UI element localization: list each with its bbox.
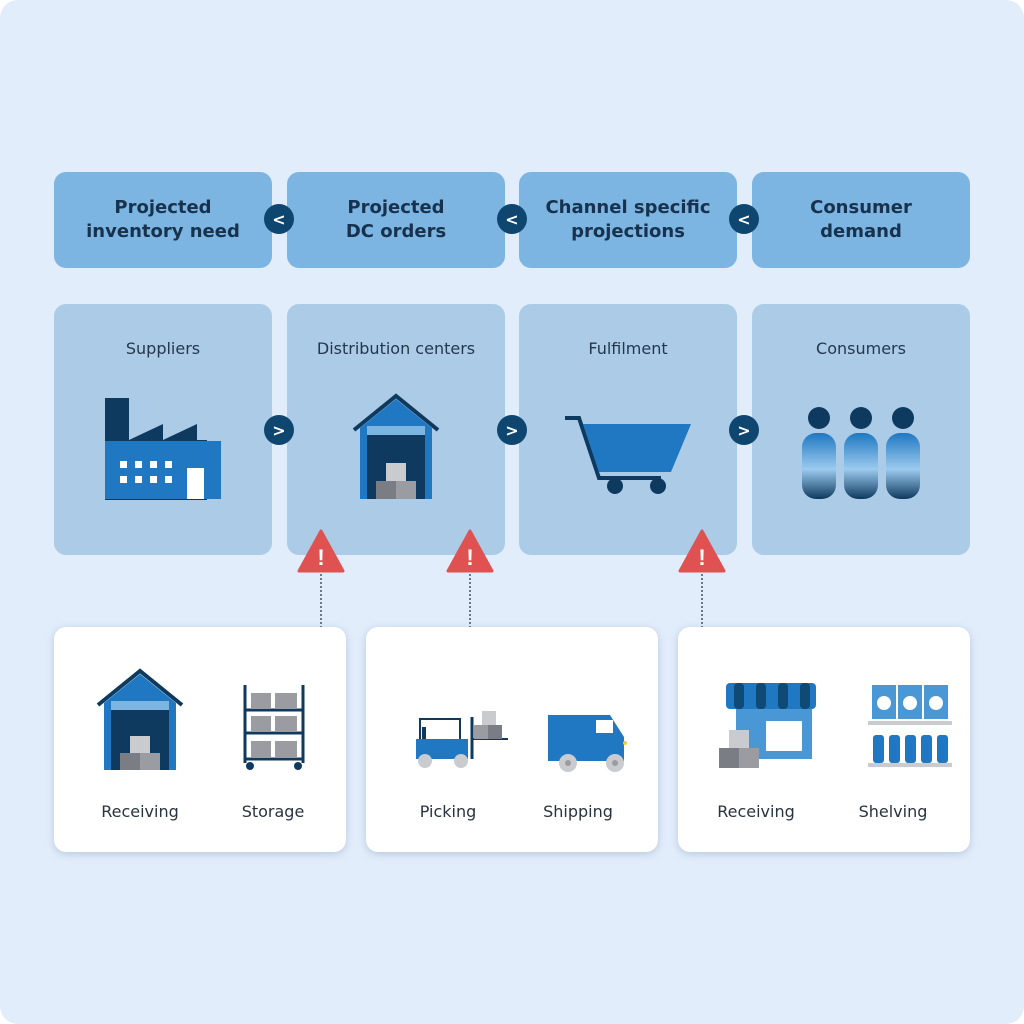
stage-label: Fulfilment — [588, 339, 668, 358]
warning-symbol: ! — [466, 545, 473, 570]
chevron-left-icon: < — [729, 204, 759, 234]
chevron-right-icon: > — [729, 415, 759, 445]
chevron-right-icon: > — [497, 415, 527, 445]
detail-label: Picking — [419, 802, 477, 821]
chevron-left-icon: < — [264, 204, 294, 234]
detail-label: Receiving — [101, 802, 179, 821]
stage-label: Distribution centers — [316, 339, 476, 358]
projection-box-dc-orders: Projected DC orders — [287, 172, 505, 268]
detail-card-store: Receiving Shelving — [678, 627, 970, 852]
warning-symbol: ! — [698, 545, 705, 570]
detail-label: Shipping — [543, 802, 613, 821]
chevron-right-icon: > — [264, 415, 294, 445]
van-icon — [548, 715, 627, 772]
projection-label: Consumer demand — [810, 197, 912, 242]
stage-label: Consumers — [816, 339, 906, 358]
detail-label: Storage — [241, 802, 305, 821]
store-icon — [719, 683, 816, 768]
detail-label: Receiving — [717, 802, 795, 821]
connector-line — [701, 574, 703, 628]
detail-label: Shelving — [858, 802, 928, 821]
detail-item-shipping: Shipping — [505, 627, 651, 852]
projection-label: Projected DC orders — [345, 197, 447, 242]
projection-label: Channel specific projections — [545, 197, 711, 242]
connector-line — [320, 574, 322, 628]
forklift-icon — [416, 711, 508, 768]
projection-box-inventory-need: Projected inventory need — [54, 172, 272, 268]
detail-card-dc: Receiving Storage — [54, 627, 346, 852]
people-icon — [802, 407, 920, 499]
warning-icon: ! — [297, 529, 345, 573]
projection-box-consumer-demand: Consumer demand — [752, 172, 970, 268]
detail-item-storage: Storage — [200, 627, 346, 852]
detail-item-receiving: Receiving — [67, 627, 213, 852]
detail-card-fulfilment: Picking Shipping — [366, 627, 658, 852]
warning-icon: ! — [678, 529, 726, 573]
detail-item-picking: Picking — [375, 627, 521, 852]
detail-item-shelving: Shelving — [820, 627, 966, 852]
shopping-cart-icon — [565, 416, 691, 494]
chevron-left-icon: < — [497, 204, 527, 234]
warehouse-icon — [96, 668, 184, 770]
projection-label: Projected inventory need — [86, 197, 240, 242]
warehouse-icon — [352, 393, 440, 499]
connector-line — [469, 574, 471, 628]
shelving-rack-icon — [243, 685, 305, 770]
stage-label: Suppliers — [125, 339, 201, 358]
stage-fulfilment: Fulfilment — [519, 304, 737, 555]
warning-icon: ! — [446, 529, 494, 573]
stage-consumers: Consumers — [752, 304, 970, 555]
projection-box-channel: Channel specific projections — [519, 172, 737, 268]
detail-item-store-receiving: Receiving — [683, 627, 829, 852]
shelf-products-icon — [868, 685, 952, 767]
stage-distribution-centers: Distribution centers — [287, 304, 505, 555]
stage-suppliers: Suppliers — [54, 304, 272, 555]
factory-icon — [105, 398, 221, 500]
warning-symbol: ! — [317, 545, 324, 570]
